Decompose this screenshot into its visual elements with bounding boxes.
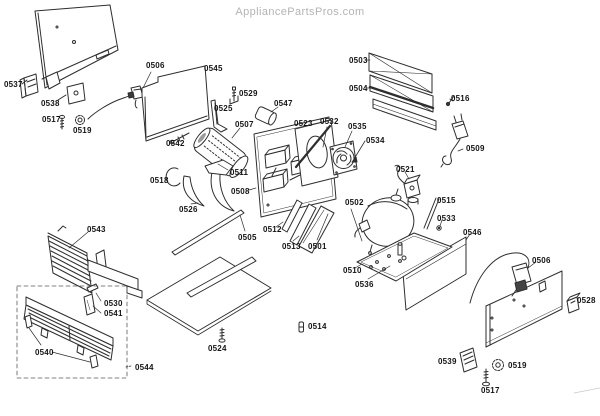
part-label-0517a: 0517 (42, 115, 61, 124)
part-label-0511: 0511 (230, 168, 249, 177)
part-label-0514: 0514 (308, 322, 327, 331)
part-art-0538 (57, 82, 86, 105)
part-art-0532 (294, 119, 339, 187)
part-label-0546: 0546 (463, 228, 482, 237)
part-label-0544: 0544 (135, 363, 154, 372)
part-art-0543 (47, 225, 143, 299)
part-label-0540: 0540 (35, 348, 54, 357)
part-art-0535 (329, 130, 358, 176)
part-art-grille-assembly (16, 285, 128, 379)
part-label-0515: 0515 (437, 196, 456, 205)
part-art-0504 (365, 74, 437, 131)
part-label-0503: 0503 (349, 56, 368, 65)
part-label-0506a: 0506 (146, 61, 165, 70)
part-art-0526 (182, 171, 235, 212)
part-label-0537: 0537 (4, 80, 23, 89)
part-label-0534: 0534 (366, 136, 385, 145)
part-art-0521 (394, 164, 421, 206)
part-art-0525 (210, 99, 228, 133)
part-label-0516: 0516 (451, 94, 470, 103)
part-art-0506b (469, 252, 537, 304)
part-art-0511 (204, 159, 234, 176)
part-art-rear-panel (485, 270, 563, 348)
part-art-0501 (298, 205, 335, 254)
part-label-0541: 0541 (104, 309, 123, 318)
part-label-0538: 0538 (41, 99, 60, 108)
part-art-0517a (59, 114, 65, 130)
part-art-0534 (351, 140, 366, 163)
part-art-0542 (169, 132, 190, 145)
part-label-0510: 0510 (343, 266, 362, 275)
part-art-0541 (83, 293, 102, 316)
part-art-0510 (354, 232, 453, 282)
part-label-0508: 0508 (231, 187, 250, 196)
part-label-0502: 0502 (345, 198, 364, 207)
part-art-0539 (459, 347, 478, 373)
part-label-0547: 0547 (274, 99, 293, 108)
part-art-0503 (365, 52, 433, 94)
part-label-0501: 0501 (308, 242, 327, 251)
part-art-0502 (350, 188, 415, 255)
part-label-0519b: 0519 (508, 361, 527, 370)
part-label-0524: 0524 (208, 344, 227, 353)
part-art-top-panel (34, 4, 119, 90)
watermark-text: AppliancePartsPros.com (235, 6, 365, 18)
part-label-0506b: 0506 (532, 256, 551, 265)
leader-0544 (125, 365, 132, 368)
part-label-0545: 0545 (204, 64, 223, 73)
part-label-0529: 0529 (239, 89, 258, 98)
part-label-0507: 0507 (235, 120, 254, 129)
part-art-0513 (289, 203, 317, 246)
part-label-0512: 0512 (263, 225, 282, 234)
part-art-0545 (141, 65, 210, 142)
part-label-0523: 0523 (294, 119, 313, 128)
part-art-0529 (229, 86, 239, 105)
part-art-0512 (275, 199, 303, 233)
part-art-0524 (218, 327, 226, 343)
part-art-0514 (298, 321, 304, 333)
part-label-0519a: 0519 (73, 126, 92, 135)
part-label-0509: 0509 (466, 144, 485, 153)
part-label-0504: 0504 (349, 84, 368, 93)
part-label-0539: 0539 (438, 357, 457, 366)
part-label-0543: 0543 (87, 225, 106, 234)
part-art-0515 (423, 197, 440, 230)
part-art-0516 (445, 95, 455, 107)
part-label-0528: 0528 (577, 296, 596, 305)
part-art-0540 (24, 314, 99, 369)
part-label-0505: 0505 (238, 233, 257, 242)
part-art-0547 (254, 106, 277, 126)
part-art-0528 (566, 292, 581, 314)
stray-mark (573, 387, 600, 394)
part-label-0542: 0542 (166, 139, 185, 148)
part-label-0525: 0525 (214, 104, 233, 113)
part-art-0533 (436, 219, 443, 231)
part-label-0526: 0526 (179, 205, 198, 214)
part-art-0505 (146, 209, 272, 336)
part-label-0533: 0533 (437, 214, 456, 223)
part-art-0537 (19, 73, 39, 99)
part-label-0536: 0536 (355, 280, 374, 289)
part-label-0530: 0530 (104, 299, 123, 308)
part-label-0521: 0521 (396, 165, 415, 174)
part-art-0506a (87, 71, 152, 120)
part-label-0518: 0518 (150, 176, 169, 185)
part-label-0513: 0513 (282, 242, 301, 251)
part-art-0519b (492, 359, 504, 371)
part-art-0519a (75, 115, 85, 125)
part-art-0518 (165, 167, 181, 187)
part-label-0517b: 0517 (481, 386, 500, 395)
part-label-0532: 0532 (320, 117, 339, 126)
part-art-0517b (482, 368, 490, 387)
part-label-0535: 0535 (348, 122, 367, 131)
leader-0547 (270, 106, 279, 113)
part-art-0509 (440, 113, 469, 168)
